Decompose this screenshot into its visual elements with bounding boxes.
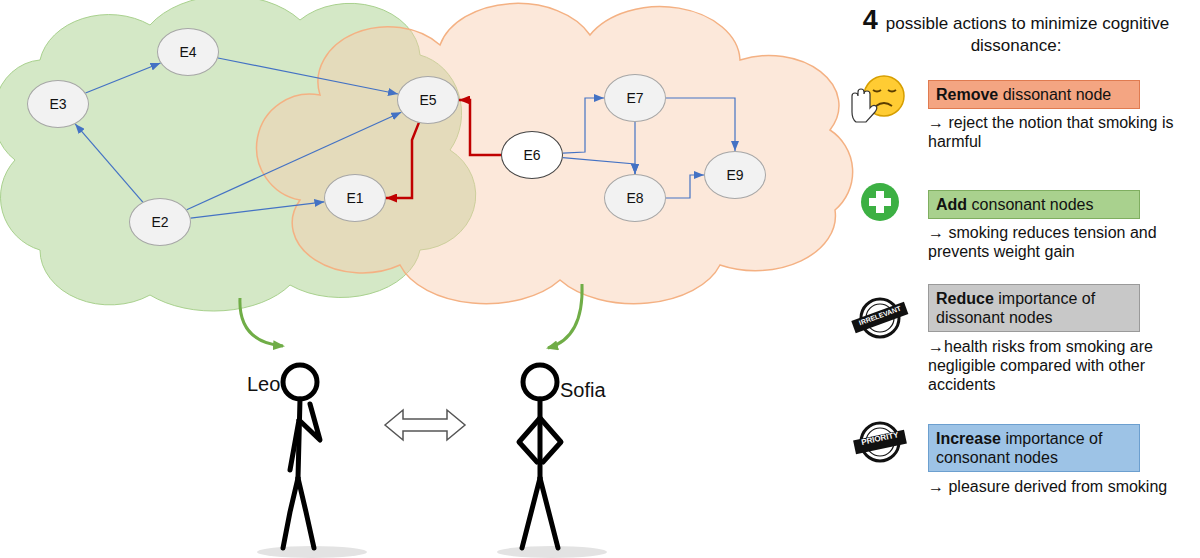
node-text: consonant nodes <box>972 196 1094 213</box>
heading-text: possible actions to minimize cognitive d… <box>886 14 1169 55</box>
link-arrow <box>634 122 635 174</box>
node-heading: E9 <box>726 167 743 183</box>
orange-cloud <box>257 3 853 303</box>
dissonant-arrow <box>386 123 419 198</box>
action-note: → smoking reduces tension and prevents w… <box>928 223 1190 261</box>
action-note: → reject the notion that smoking is harm… <box>928 113 1190 151</box>
element-ellipse: E6 <box>501 131 563 179</box>
action-box: Remove dissonant node <box>928 80 1140 109</box>
stick-figure-sofia <box>519 365 561 548</box>
element-ellipse: E1 <box>324 174 386 222</box>
person-name: Sofia <box>560 378 630 402</box>
node-heading: E8 <box>626 190 643 206</box>
double-arrow <box>385 410 465 440</box>
plus-icon <box>861 183 899 221</box>
sad-face-icon <box>852 76 904 122</box>
heading: 4 possible actions to minimize cognitive … <box>838 4 1194 57</box>
node-heading: E4 <box>179 44 196 60</box>
node-heading: E3 <box>49 96 66 112</box>
link-arrow <box>86 63 161 93</box>
element-ellipse: E3 <box>27 80 89 128</box>
green-pointer <box>548 284 582 348</box>
link-arrow <box>75 124 143 202</box>
node-heading: E2 <box>151 214 168 230</box>
action-note: →health risks from smoking are negligibl… <box>928 337 1190 395</box>
node-heading: E1 <box>346 190 363 206</box>
element-ellipse: E9 <box>704 151 766 199</box>
element-ellipse: E8 <box>604 174 666 222</box>
stick-figure-leo <box>283 365 320 548</box>
person-name: Leo <box>247 372 297 396</box>
dissonant-arrow <box>459 100 501 155</box>
element-ellipse: E5 <box>397 76 459 124</box>
node-heading: E6 <box>523 147 540 163</box>
element-ellipse: E2 <box>129 198 191 246</box>
node-text: dissonant node <box>1003 86 1112 103</box>
node-heading: Remove <box>936 86 998 103</box>
green-pointer <box>240 298 283 346</box>
action-note: → pleasure derived from smoking <box>928 477 1190 496</box>
link-arrow <box>563 98 604 153</box>
shadow <box>497 546 607 558</box>
count-number: 4 <box>863 5 878 35</box>
link-arrow <box>191 202 325 218</box>
node-heading: E5 <box>419 92 436 108</box>
action-box: Reduceimportance of dissonant nodes <box>928 284 1140 332</box>
element-ellipse: E7 <box>604 74 666 122</box>
node-heading: Reduce <box>936 290 994 307</box>
action-box: Increaseimportance of consonant nodes <box>928 424 1140 472</box>
element-ellipse: E4 <box>157 28 219 76</box>
action-box: Add consonant nodes <box>928 190 1140 219</box>
link-arrow <box>666 175 704 198</box>
node-heading: Increase <box>936 430 1001 447</box>
node-heading: E7 <box>626 90 643 106</box>
link-arrow <box>563 158 635 174</box>
node-heading: Add <box>936 196 967 213</box>
link-arrow <box>218 58 398 94</box>
link-arrow <box>666 98 735 151</box>
